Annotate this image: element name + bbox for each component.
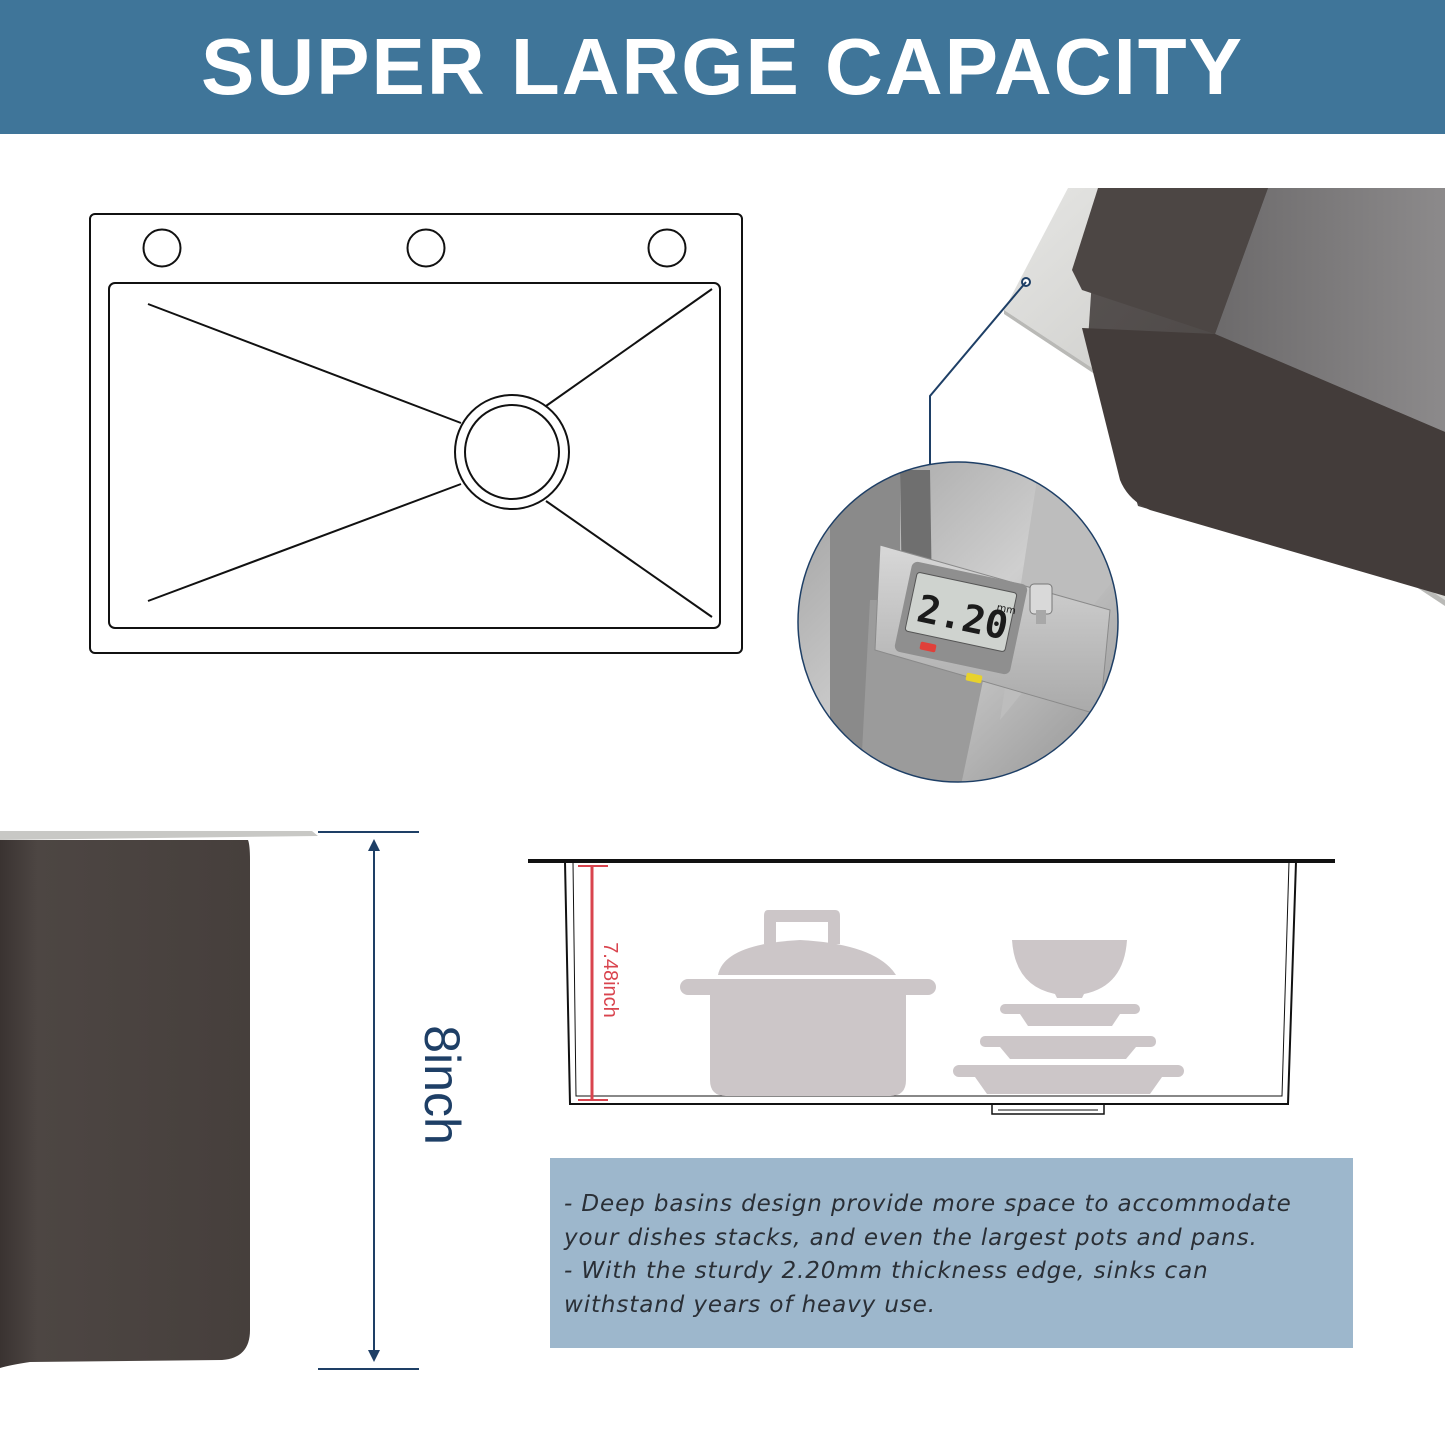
basin-inner-wall bbox=[1072, 188, 1268, 334]
drain-outer-ring bbox=[454, 394, 570, 510]
basin-side-wall bbox=[1082, 328, 1445, 596]
sink-outer-outline bbox=[89, 213, 743, 654]
dishes-silhouette bbox=[953, 940, 1184, 1094]
closeup-border bbox=[797, 461, 1119, 783]
description-line: - Deep basins design provide more space … bbox=[564, 1191, 1292, 1217]
caliper-button-yellow bbox=[965, 672, 983, 684]
faucet-hole-center bbox=[406, 228, 446, 268]
basin-outline bbox=[108, 282, 721, 629]
basin-depth-label: 7.48inch bbox=[599, 942, 621, 1018]
depth-dimension: 8inch bbox=[318, 831, 470, 1370]
pot-silhouette bbox=[680, 910, 936, 1096]
sink-side-profile-photo bbox=[0, 831, 318, 1368]
basin-slope-line bbox=[545, 288, 713, 407]
basin-slope-line bbox=[545, 500, 713, 618]
faucet-hole-left bbox=[142, 228, 182, 268]
caliper-closeup: 2.20 mm bbox=[797, 461, 1119, 783]
sink-cross-section: 7.48inch bbox=[528, 859, 1335, 1115]
sink-corner-photo bbox=[929, 188, 1445, 606]
basin-slope-line bbox=[147, 483, 462, 602]
callout-leader-line bbox=[929, 281, 1027, 468]
title-banner: SUPER LARGE CAPACITY bbox=[0, 0, 1445, 134]
caliper-button-red bbox=[919, 641, 937, 653]
basin-slope-line bbox=[147, 303, 462, 424]
basin-floor bbox=[1215, 188, 1445, 432]
page-title: SUPER LARGE CAPACITY bbox=[200, 22, 1245, 111]
faucet-hole-right bbox=[647, 228, 687, 268]
total-depth-label: 8inch bbox=[414, 1025, 470, 1145]
caliper-display bbox=[904, 572, 1018, 652]
drain-inner-ring bbox=[464, 404, 560, 500]
description-line: withstand years of heavy use. bbox=[564, 1291, 936, 1318]
description-box: - Deep basins design provide more space … bbox=[550, 1158, 1353, 1348]
description-line: - With the sturdy 2.20mm thickness edge,… bbox=[564, 1258, 1209, 1284]
drain-fitting bbox=[991, 1103, 1105, 1115]
side-profile-bowl bbox=[0, 840, 250, 1368]
side-profile-rim bbox=[0, 831, 318, 840]
sink-top-view-drawing bbox=[89, 213, 743, 654]
caliper-unit: mm bbox=[996, 602, 1017, 617]
cross-section-outer-wall bbox=[564, 861, 1297, 1105]
caliper-thumb-screw bbox=[1029, 583, 1053, 615]
description-line: your dishes stacks, and even the largest… bbox=[564, 1224, 1258, 1251]
cross-section-inner-wall bbox=[572, 861, 1290, 1097]
